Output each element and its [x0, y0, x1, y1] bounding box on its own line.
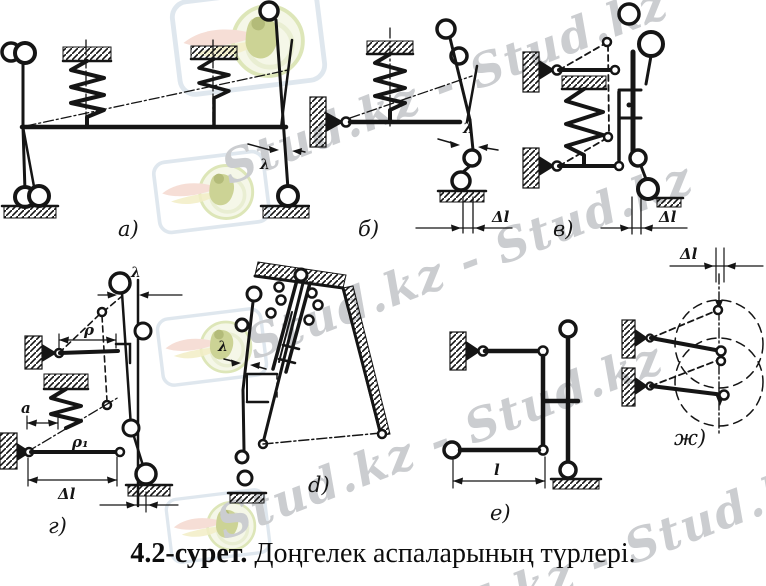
panel-a-label: а) — [118, 217, 139, 241]
lambda-label: λ — [259, 157, 270, 173]
lambda-label: λ — [130, 265, 141, 281]
kingpin — [120, 291, 147, 474]
telescopic-strut — [271, 267, 312, 374]
delta-l-label: Δl — [658, 208, 677, 226]
panel-d-strut-suspension: λ d) — [217, 261, 391, 504]
wheel-and-kingpin — [435, 18, 482, 192]
pivot-support — [621, 319, 655, 359]
panel-e-label: е) — [490, 501, 511, 525]
pivot-support — [621, 367, 655, 407]
figure-number: 4.2-сурет. — [130, 538, 248, 569]
lambda-dimension — [97, 291, 183, 299]
upper-arm — [649, 336, 723, 353]
coil-spring — [61, 46, 113, 129]
kingpin-strut — [617, 49, 643, 163]
lower-link-and-wheel — [628, 148, 660, 201]
panel-g-unequal-arm-suspension: λ ρ a ρ₁ Δl г) — [0, 265, 183, 538]
panel-zh-label: ж) — [674, 426, 706, 450]
delta-l-label: Δl — [491, 208, 510, 226]
delta-l-label: Δl — [57, 485, 76, 503]
coil-spring — [560, 75, 608, 166]
lower-control-arm — [257, 281, 388, 450]
panel-a-beam-axle-suspension: λ а) — [0, 0, 310, 241]
coil-spring — [189, 45, 239, 128]
displaced-position-dashed — [558, 42, 610, 167]
hatched-ground — [436, 189, 488, 203]
right-wheel — [258, 0, 300, 208]
hatched-ground — [124, 483, 174, 497]
hatched-ground — [549, 477, 603, 490]
coil-spring — [365, 40, 415, 124]
spring-coil-sections — [265, 281, 324, 326]
pivot-support — [24, 335, 65, 370]
delta-l-dimension — [600, 196, 688, 235]
panel-d-label: d) — [308, 473, 330, 497]
delta-l-dimension — [99, 491, 179, 513]
wheel-and-kingpin — [234, 285, 279, 487]
pivot-support — [309, 96, 352, 148]
left-wheel — [0, 41, 51, 209]
panel-g-label: г) — [48, 514, 67, 538]
hatched-ground — [0, 204, 60, 219]
panel-zh-transverse-arm-suspension: Δl ж) — [621, 245, 764, 450]
panel-e-parallel-link-suspension: l е) — [442, 319, 603, 525]
lambda-label: λ — [462, 121, 473, 137]
l-dimension — [452, 456, 546, 489]
lambda-dimension-arrows — [437, 138, 499, 151]
wheel-top-joint — [108, 271, 132, 295]
wheel-joint — [442, 440, 462, 460]
panel-b-label: б) — [358, 217, 379, 241]
pivot-support — [522, 147, 563, 189]
lambda-label: λ — [217, 339, 228, 355]
figure-caption: 4.2-сурет.Доңгелек аспаларының түрлері. — [0, 538, 766, 570]
pivot-support — [449, 331, 489, 371]
rho-label: ρ — [83, 321, 95, 339]
upper-arm — [58, 349, 120, 355]
panel-b-trailing-arm-suspension: λ Δl б) — [309, 18, 513, 241]
arm-length-dimension — [27, 456, 118, 487]
kingpin-post — [542, 319, 581, 480]
hatched-ground — [259, 204, 310, 219]
panel-v-label: в) — [553, 217, 573, 241]
rho1-label: ρ₁ — [71, 433, 89, 451]
steering-knob — [617, 2, 641, 26]
hatched-ground — [653, 196, 685, 208]
wheel-joint — [637, 30, 665, 58]
a-dimension — [26, 415, 59, 430]
lower-arm — [649, 384, 726, 397]
displaced-position-dashed — [650, 309, 722, 387]
rho-dimension — [58, 333, 117, 351]
coil-spring — [42, 373, 90, 430]
figure-title: Доңгелек аспаларының түрлері. — [254, 538, 636, 569]
lambda-dimension-arrows — [223, 358, 267, 370]
lambda-dimension-arrows — [247, 143, 306, 155]
delta-l-dimension — [669, 247, 764, 283]
hatched-ground — [226, 491, 268, 504]
delta-l-label: Δl — [679, 245, 698, 263]
pivot-support — [522, 51, 563, 93]
panel-v-double-wishbone-suspension: Δl в) — [522, 2, 688, 241]
a-label: a — [21, 399, 31, 417]
l-label: l — [494, 461, 500, 479]
delta-l-dimension — [415, 196, 513, 234]
swing-center-line — [26, 396, 120, 453]
